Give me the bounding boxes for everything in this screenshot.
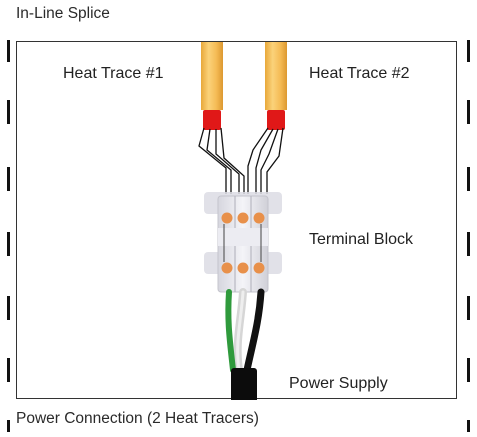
power-supply-conductors: [225, 288, 265, 374]
terminal-screw: [221, 262, 233, 274]
hot-wire: [243, 288, 265, 374]
heat-trace-conductors: [198, 127, 284, 194]
terminal-screw: [253, 212, 265, 224]
heat-trace-2-cable: [265, 42, 287, 130]
heat-trace-1-label: Heat Trace #1: [63, 65, 164, 82]
ground-wire: [225, 289, 236, 373]
power-supply-cable: [231, 368, 257, 400]
heat-trace-2-end-cap: [267, 110, 285, 130]
diagram-caption: Power Connection (2 Heat Tracers): [16, 410, 259, 427]
diagram-frame: Heat Trace #1 Heat Trace #2 Terminal Blo…: [16, 41, 457, 400]
terminal-block: [204, 192, 282, 293]
heat-trace-1-end-cap: [203, 110, 221, 130]
splice-diagram: [198, 42, 287, 400]
terminal-screw: [253, 262, 265, 274]
terminal-screw: [221, 212, 233, 224]
terminal-block-label: Terminal Block: [309, 231, 414, 248]
diagram-title: In-Line Splice: [16, 5, 110, 22]
heat-trace-1-cable: [201, 42, 223, 130]
power-supply-label: Power Supply: [289, 375, 388, 392]
terminal-screw: [237, 262, 249, 274]
terminal-screw: [237, 212, 249, 224]
heat-trace-2-label: Heat Trace #2: [309, 65, 410, 82]
